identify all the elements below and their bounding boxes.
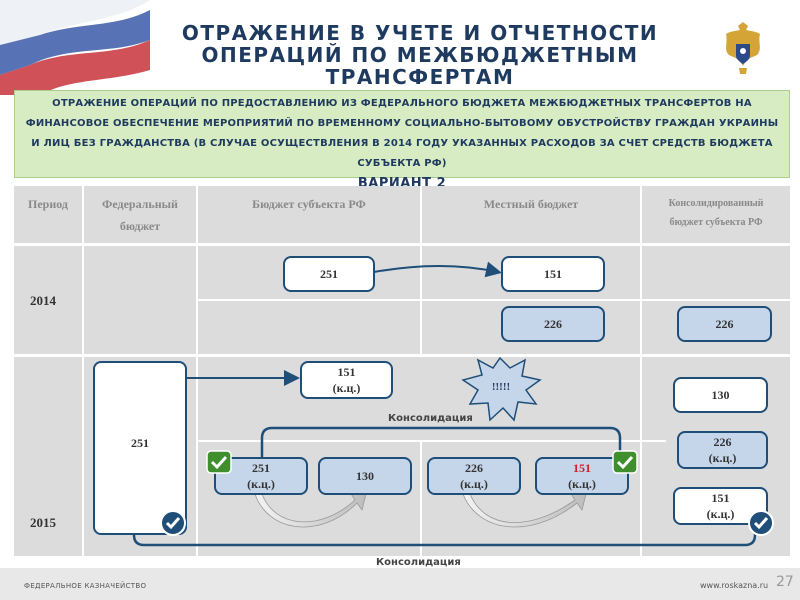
year-2014: 2014: [30, 293, 56, 308]
header-period: Период: [28, 197, 68, 211]
federal-251-value: 251: [131, 436, 149, 450]
russian-flag-decoration: [0, 0, 150, 95]
footer-site-link[interactable]: www.roskazna.ru: [700, 581, 769, 590]
footer: [0, 568, 800, 600]
loc-151-sub: (к.ц.): [568, 477, 596, 491]
box-2015-local-226-kc: 226 (к.ц.): [427, 457, 521, 495]
header-consolidated-line1: Консолидированный: [668, 198, 764, 209]
box-2015-consolidated-226-kc: 226 (к.ц.): [677, 431, 768, 469]
check-icon: [206, 450, 232, 479]
alert-burst: [461, 356, 542, 422]
consol-151-value: 151: [711, 491, 730, 505]
check-icon: [612, 450, 638, 479]
header-consolidated-line2: бюджет субъекта РФ: [669, 217, 763, 228]
upper-consolidation-bracket: [260, 426, 622, 470]
loc-226-sub: (к.ц.): [460, 477, 488, 491]
round-check-icon: [748, 510, 774, 541]
sub-251-sub: (к.ц.): [247, 477, 275, 491]
alert-text: !!!!!: [491, 381, 511, 393]
consolidation-label-upper: Консолидация: [388, 413, 473, 424]
consol-226-value: 226: [713, 435, 732, 449]
sub-251-value: 251: [252, 461, 270, 475]
subject-151-value: 151: [337, 365, 356, 379]
info-description: ОТРАЖЕНИЕ ОПЕРАЦИЙ ПО ПРЕДОСТАВЛЕНИЮ ИЗ …: [25, 98, 779, 169]
box-2015-subject-130: 130: [318, 457, 412, 495]
year-divider: [14, 354, 790, 357]
header-consolidated: Консолидированный бюджет субъекта РФ: [642, 194, 790, 232]
treasury-emblem-icon: [718, 22, 768, 76]
subject-151-sub: (к.ц.): [332, 381, 361, 395]
box-2015-federal-251: 251: [93, 361, 187, 535]
consol-226-sub: (к.ц.): [708, 451, 737, 465]
header-subject: Бюджет субъекта РФ: [252, 197, 366, 211]
title-line-2: ОПЕРАЦИЙ ПО МЕЖБЮДЖЕТНЫМ: [201, 43, 639, 67]
consol-151-sub: (к.ц.): [706, 507, 735, 521]
row-2014-divider: [196, 299, 790, 301]
header-local: Местный бюджет: [483, 197, 579, 211]
arrow-251-to-151: [373, 261, 502, 278]
box-2015-subject-151-kc: 151 (к.ц.): [300, 361, 393, 399]
lower-consolidation-bracket: [132, 520, 757, 547]
header-divider: [14, 243, 790, 246]
row-2015-divider: [196, 440, 666, 442]
curve-226-to-151: [462, 491, 587, 528]
page-title: ОТРАЖЕНИЕ В УЧЕТЕ И ОТЧЕТНОСТИ ОПЕРАЦИЙ …: [120, 22, 720, 88]
header-federal-line1: Федеральный: [102, 197, 178, 211]
header-federal: Федеральный бюджет: [84, 193, 196, 237]
col-divider-3: [420, 186, 422, 356]
box-2014-local-151: 151: [501, 256, 605, 292]
box-2015-consolidated-130: 130: [673, 377, 768, 413]
box-2014-subject-251: 251: [283, 256, 375, 292]
loc-151-value: 151: [573, 461, 591, 475]
box-2014-local-226: 226: [501, 306, 605, 342]
info-box: ОТРАЖЕНИЕ ОПЕРАЦИЙ ПО ПРЕДОСТАВЛЕНИЮ ИЗ …: [14, 90, 790, 191]
col-divider-4: [640, 186, 642, 556]
consolidation-label-lower: Консолидация: [376, 557, 461, 568]
header-federal-line2: бюджет: [119, 219, 161, 233]
box-2014-consolidated-226: 226: [677, 306, 772, 342]
footer-org: ФЕДЕРАЛЬНОЕ КАЗНАЧЕЙСТВО: [24, 582, 147, 590]
page-number: 27: [776, 574, 794, 590]
col-divider-3b: [420, 440, 422, 556]
col-divider-1: [82, 186, 84, 556]
title-line-3: ТРАНСФЕРТАМ: [325, 65, 515, 89]
curve-251-to-130: [254, 491, 367, 528]
col-divider-2: [196, 186, 198, 556]
loc-226-value: 226: [465, 461, 483, 475]
round-check-icon: [160, 510, 186, 541]
year-2015: 2015: [30, 515, 56, 530]
title-line-1: ОТРАЖЕНИЕ В УЧЕТЕ И ОТЧЕТНОСТИ: [181, 21, 659, 45]
